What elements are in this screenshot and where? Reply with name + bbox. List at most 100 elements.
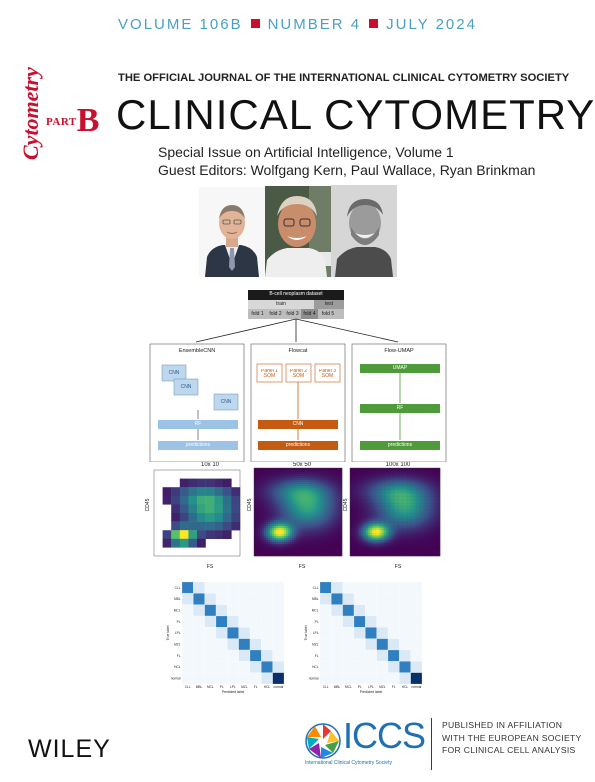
heatmap-cell bbox=[389, 513, 392, 516]
heatmap-cell bbox=[360, 490, 363, 493]
heatmap-cell bbox=[407, 487, 410, 490]
heatmap-cell bbox=[411, 504, 414, 507]
heatmap-cell bbox=[162, 487, 172, 496]
heatmap-cell bbox=[336, 476, 339, 479]
heatmap-cell bbox=[420, 520, 423, 523]
heatmap-cell bbox=[360, 510, 363, 513]
heatmap-cell bbox=[350, 538, 352, 541]
heatmap-cell bbox=[290, 516, 293, 519]
heatmap-cell bbox=[314, 540, 317, 543]
heatmap-cell bbox=[377, 508, 379, 511]
separator-square bbox=[369, 19, 379, 28]
heatmap-cell bbox=[260, 540, 263, 543]
heatmap-cell bbox=[316, 494, 319, 497]
heatmap-cell bbox=[391, 492, 394, 495]
heatmap-cell bbox=[282, 542, 285, 545]
heatmap-cell bbox=[362, 471, 365, 474]
heatmap-cell bbox=[268, 528, 271, 531]
heatmap-cell bbox=[334, 490, 337, 493]
heatmap-cell bbox=[318, 486, 321, 489]
heatmap-cell bbox=[340, 470, 343, 473]
heatmap-cell bbox=[350, 501, 352, 504]
heatmap-cell bbox=[387, 550, 390, 553]
heatmap-cell bbox=[322, 522, 325, 525]
heatmap-cell bbox=[270, 506, 273, 509]
heatmap-cell bbox=[330, 524, 333, 527]
heatmap-cell bbox=[340, 528, 343, 531]
heatmap-cell bbox=[411, 496, 414, 499]
heatmap-cell bbox=[268, 520, 271, 523]
heatmap-cell bbox=[395, 510, 397, 513]
heatmap-cell bbox=[423, 513, 426, 516]
heatmap-cell bbox=[368, 506, 370, 509]
heatmap-cell bbox=[355, 519, 358, 521]
heatmap-cell bbox=[308, 548, 311, 551]
heatmap-cell bbox=[306, 524, 309, 527]
heatmap-cell bbox=[274, 526, 277, 529]
heatmap-cell bbox=[258, 472, 261, 475]
heatmap-cell bbox=[423, 471, 426, 474]
heatmap-cell bbox=[351, 529, 354, 532]
heatmap-cell bbox=[427, 483, 430, 486]
heatmap-cell bbox=[384, 476, 387, 479]
heatmap-cell bbox=[436, 545, 439, 548]
heatmap-cell bbox=[402, 504, 405, 507]
heatmap-cell bbox=[420, 482, 423, 485]
heatmap-cell bbox=[391, 515, 394, 518]
heatmap-cell bbox=[436, 515, 439, 518]
heatmap-cell bbox=[338, 488, 341, 491]
matrix-cell bbox=[238, 649, 251, 662]
heatmap-cell bbox=[282, 532, 285, 535]
matrix-cell bbox=[238, 672, 251, 685]
heatmap-cell bbox=[294, 550, 297, 553]
heatmap-cell bbox=[272, 554, 275, 557]
heatmap-cell bbox=[425, 468, 428, 470]
heatmap-cell bbox=[400, 547, 403, 550]
heatmap-cell bbox=[389, 547, 392, 550]
cnn-box-label: CNN bbox=[220, 399, 232, 405]
heatmap-cell bbox=[357, 520, 360, 523]
heatmap-cell bbox=[416, 508, 419, 511]
matrix-cell bbox=[319, 581, 332, 594]
heatmap-cell bbox=[314, 550, 317, 553]
heatmap-cell bbox=[382, 531, 385, 534]
heatmap-cell bbox=[402, 483, 405, 486]
heatmap-cell bbox=[395, 519, 397, 521]
heatmap-cell bbox=[294, 494, 297, 497]
heatmap-cell bbox=[395, 494, 397, 497]
heatmap-cell bbox=[304, 488, 307, 491]
heatmap-cell bbox=[330, 532, 333, 535]
heatmap-cell bbox=[389, 497, 392, 500]
heatmap-cell bbox=[418, 531, 421, 534]
heatmap-cell bbox=[362, 512, 365, 514]
heatmap-cell bbox=[436, 533, 439, 536]
heatmap-cell bbox=[254, 498, 257, 501]
heatmap-cell bbox=[364, 487, 367, 490]
heatmap-cell bbox=[350, 497, 352, 500]
heatmap-cell bbox=[262, 540, 265, 543]
heatmap-cell bbox=[306, 472, 309, 475]
heatmap-cell bbox=[423, 490, 426, 493]
heatmap-cell bbox=[266, 518, 269, 521]
heatmap-cell bbox=[308, 508, 311, 511]
heatmap-cell bbox=[420, 543, 423, 546]
heatmap-cell bbox=[391, 489, 394, 492]
heatmap-cell bbox=[292, 516, 295, 519]
heatmap-cell bbox=[278, 490, 281, 493]
heatmap-cell bbox=[284, 520, 287, 523]
heatmap-cell bbox=[398, 496, 401, 499]
heatmap-cell bbox=[340, 474, 343, 477]
heatmap-cell bbox=[380, 475, 383, 477]
heatmap-cell bbox=[286, 484, 289, 487]
heatmap-cell bbox=[414, 550, 417, 553]
heatmap-cell bbox=[214, 487, 223, 496]
heatmap-cell bbox=[340, 552, 343, 555]
heatmap-cell bbox=[398, 503, 401, 506]
matrix-cell bbox=[181, 615, 194, 628]
heatmap-cell bbox=[328, 494, 331, 497]
heatmap-cell bbox=[351, 522, 354, 525]
heatmap-cell bbox=[290, 552, 293, 555]
heatmap-cell bbox=[427, 478, 430, 481]
heatmap-cell bbox=[405, 506, 408, 509]
heatmap-cell bbox=[308, 542, 311, 545]
